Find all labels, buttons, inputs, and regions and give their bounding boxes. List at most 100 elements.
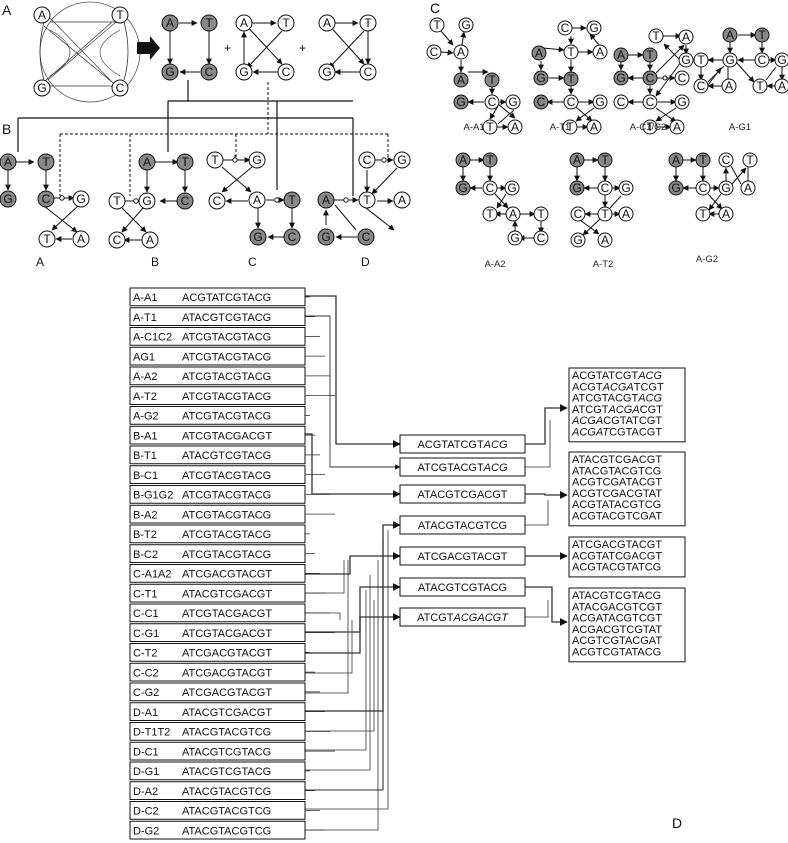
pattern-box: ACGTATCGTACG — [399, 434, 526, 454]
svg-text:A: A — [146, 233, 154, 247]
svg-text:T: T — [116, 8, 124, 22]
node-t: T — [482, 152, 498, 168]
node-c: C — [557, 20, 573, 36]
svg-text:C: C — [537, 95, 546, 109]
cycle-crossed-2: A T G C — [318, 14, 377, 81]
plus-sign: + — [224, 41, 231, 55]
row-sequence: ATCGTACGTACG — [182, 529, 271, 541]
svg-text:A: A — [617, 48, 625, 62]
node-g: G — [72, 190, 90, 208]
svg-text:T: T — [486, 153, 494, 167]
node-a: A — [669, 119, 685, 135]
svg-text:C: C — [488, 95, 497, 109]
svg-text:T: T — [288, 193, 296, 207]
graph-a-g1: A T T G C G C A T A — [693, 27, 788, 94]
subgraph-caption: A-G1 — [729, 122, 751, 133]
node-g: G — [235, 63, 253, 81]
svg-text:A: A — [725, 79, 733, 93]
node-g: G — [455, 180, 471, 196]
svg-text:G: G — [165, 65, 174, 79]
svg-text:G: G — [252, 153, 261, 167]
svg-text:A: A — [573, 153, 581, 167]
svg-text:G: G — [725, 53, 734, 67]
svg-text:A: A — [673, 120, 681, 134]
sequence-group: ATACGTCGACGTATACGTACGTCGACGTCGATACGTACGT… — [568, 451, 686, 527]
svg-text:C: C — [181, 194, 190, 208]
svg-text:T: T — [211, 153, 219, 167]
node-c: C — [642, 70, 658, 86]
svg-text:A: A — [240, 16, 248, 30]
svg-text:T: T — [205, 16, 213, 30]
node-g: G — [533, 70, 549, 86]
svg-text:T: T — [181, 155, 189, 169]
svg-text:C: C — [567, 95, 576, 109]
node-g: G — [668, 180, 684, 196]
svg-text:C: C — [601, 181, 610, 195]
cycle-crossed-1: A T G C — [235, 14, 295, 81]
panel-label-c: C — [430, 0, 440, 16]
row-label: D-C2 — [133, 806, 159, 818]
subgraph-caption: A-T1 — [550, 122, 571, 133]
row-sequence: ATCGTACGTACG — [182, 549, 271, 561]
node-t: T — [693, 52, 709, 68]
node-a: A — [248, 191, 266, 209]
row-sequence: ATCGTACGTACG — [182, 470, 271, 482]
row-label: B-C1 — [133, 470, 158, 482]
sequence-row: B-C1 ATCGTACGTACG — [129, 465, 306, 484]
svg-text:T: T — [699, 207, 707, 221]
svg-text:C: C — [758, 53, 767, 67]
routing-wires — [305, 295, 568, 831]
svg-text:T: T — [537, 207, 545, 221]
svg-text:C: C — [362, 230, 371, 244]
svg-text:C: C — [678, 71, 687, 85]
pattern-sequence: ATACGTACGTCG — [418, 520, 507, 532]
row-sequence: ATCGTACGTACG — [182, 411, 271, 423]
svg-text:G: G — [595, 95, 604, 109]
group-sequence: ACGACGTCGTAT — [572, 624, 662, 636]
node-a: A — [586, 119, 602, 135]
svg-text:C: C — [430, 45, 439, 59]
row-label: B-G1G2 — [133, 490, 173, 502]
node-c: C — [597, 180, 613, 196]
row-sequence: ATCGTACGACGT — [182, 628, 272, 640]
pattern-box: ATACGTACGTCG — [399, 515, 526, 535]
node-t: T — [642, 119, 658, 135]
sequence-group: ACGTATCGTACGACGTACGATCGTATCGTACGTACGATCG… — [568, 367, 686, 443]
row-sequence: ATACGTACGTCG — [182, 806, 271, 818]
svg-text:T: T — [746, 153, 754, 167]
node-c: C — [533, 230, 549, 246]
row-label: A-A2 — [133, 371, 157, 383]
graph-caption-a: A — [36, 255, 44, 269]
node-g: G — [586, 20, 602, 36]
node-a: A — [507, 119, 523, 135]
cycle-gray: A T G C — [161, 14, 218, 81]
node-t: T — [429, 17, 445, 33]
node-g: G — [507, 230, 523, 246]
svg-text:C: C — [722, 153, 731, 167]
svg-text:C: C — [363, 153, 372, 167]
node-a: A — [718, 206, 734, 222]
svg-text:G: G — [721, 181, 730, 195]
svg-text:G: G — [677, 95, 686, 109]
svg-text:A: A — [38, 8, 46, 22]
row-sequence: ATCGTACGTACG — [182, 371, 271, 383]
svg-text:C: C — [288, 230, 297, 244]
node-c: C — [693, 78, 709, 94]
svg-text:C: C — [364, 65, 373, 79]
row-label: C-G2 — [133, 687, 159, 699]
node-a: A — [318, 14, 336, 32]
node-g: G — [613, 70, 629, 86]
node-g: G — [0, 190, 17, 208]
svg-text:T: T — [567, 45, 575, 59]
svg-text:C: C — [646, 95, 655, 109]
row-sequence: ATCGTACGACGT — [182, 430, 272, 442]
graph-a-g2: A T G C G C T A T A — [668, 152, 758, 222]
node-g: G — [718, 180, 734, 196]
node-c: C — [277, 63, 295, 81]
node-c: C — [642, 94, 658, 110]
graph-a-t1: C G A T A G T C C G T A — [531, 20, 608, 135]
